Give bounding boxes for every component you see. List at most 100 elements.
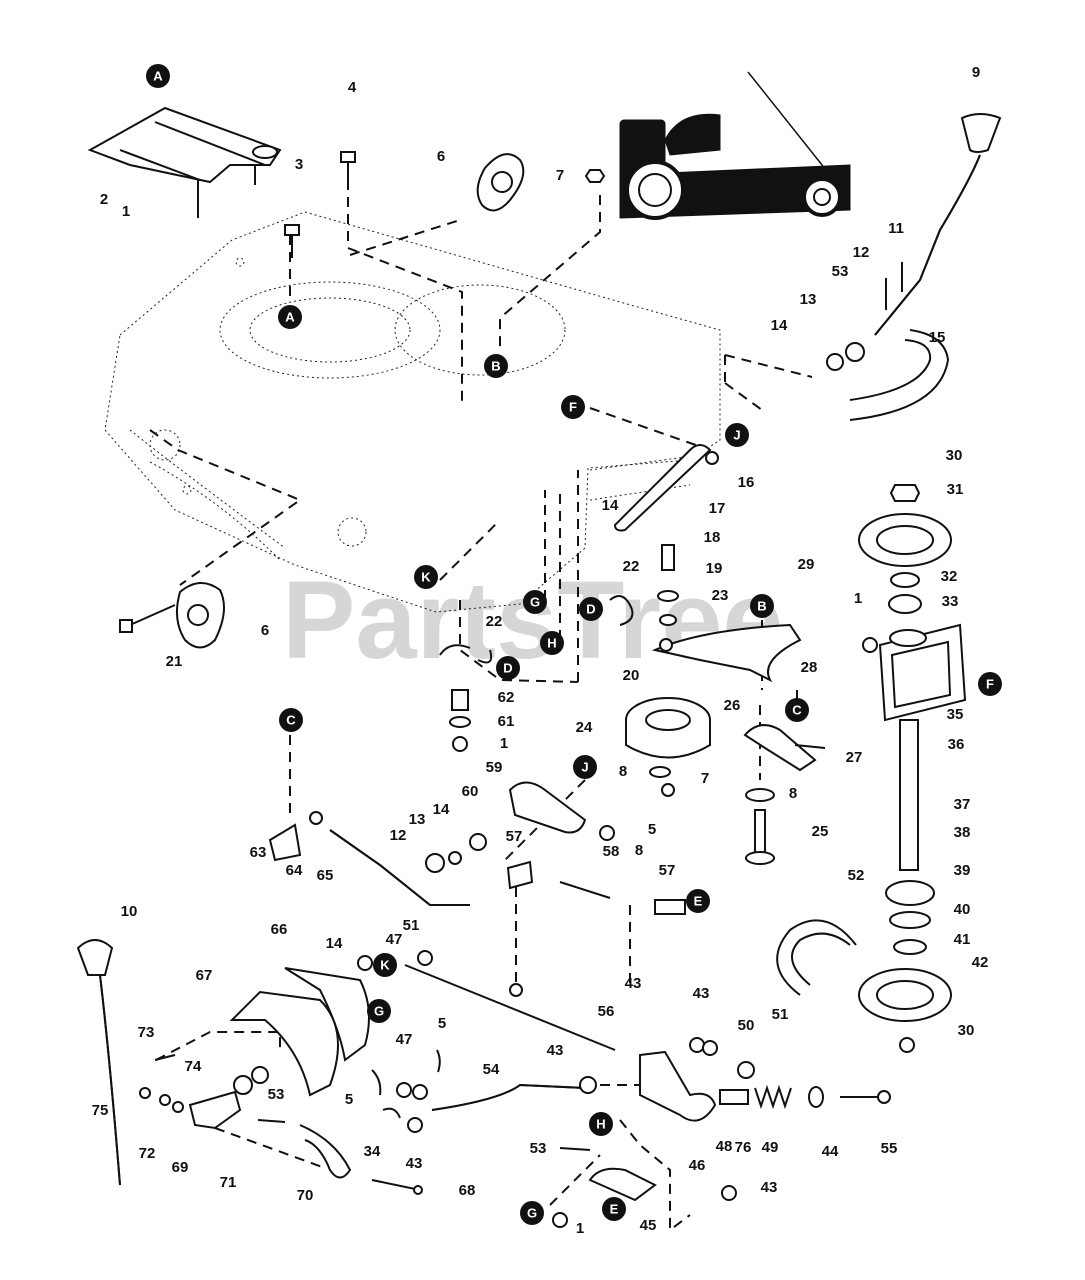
callout-number: 12 [853, 244, 870, 261]
reference-letter: D [586, 601, 595, 616]
reference-marker: E [686, 889, 710, 913]
callout-number: 71 [220, 1174, 237, 1191]
reference-marker: F [561, 395, 585, 419]
reference-letter: A [285, 309, 295, 324]
reference-marker: H [589, 1112, 613, 1136]
reference-marker: G [367, 999, 391, 1023]
reference-letter: J [733, 427, 740, 442]
reference-marker: B [750, 594, 774, 618]
reference-marker: G [523, 590, 547, 614]
reference-letter: F [569, 399, 577, 414]
reference-marker-circle [540, 631, 564, 655]
spring-assembly [552, 1037, 891, 1228]
callout-number: 52 [848, 867, 865, 884]
callout-number: 8 [789, 785, 797, 802]
callout-number: 1 [854, 590, 862, 607]
mower-deck-housing [104, 211, 721, 613]
reference-letter: H [596, 1116, 605, 1131]
callout-number: 61 [498, 713, 515, 730]
reference-letter: E [694, 893, 703, 908]
callout-number: 35 [947, 706, 964, 723]
reference-letter: H [547, 635, 556, 650]
callout-number: 66 [271, 921, 288, 938]
callout-number: 43 [693, 985, 710, 1002]
callout-number: 69 [172, 1159, 189, 1176]
reference-marker-circle [414, 565, 438, 589]
callout-number: 53 [268, 1086, 285, 1103]
callout-number: 36 [948, 736, 965, 753]
reference-marker: A [146, 64, 170, 88]
callout-number: 1 [122, 203, 130, 220]
callout-number: 6 [437, 148, 445, 165]
callout-number: 1 [576, 1220, 584, 1237]
callout-number: 6 [261, 622, 269, 639]
callout-number: 62 [498, 689, 515, 706]
reference-marker: D [579, 597, 603, 621]
reference-marker-circle [750, 594, 774, 618]
callout-number: 73 [138, 1024, 155, 1041]
watermark: PartsTree [282, 559, 783, 682]
callout-number: 67 [196, 967, 213, 984]
reference-marker-circle [279, 708, 303, 732]
callout-number: 49 [762, 1139, 779, 1156]
callout-number: 5 [438, 1015, 446, 1032]
reference-marker: K [373, 953, 397, 977]
callout-number: 55 [881, 1140, 898, 1157]
callout-number: 17 [709, 500, 726, 517]
callout-number: 38 [954, 824, 971, 841]
callout-number: 7 [556, 167, 564, 184]
callout-number: 47 [386, 931, 403, 948]
bolts-and-plates [119, 151, 606, 649]
reference-letter: C [792, 702, 802, 717]
callout-number: 45 [640, 1217, 657, 1234]
callout-number: 12 [390, 827, 407, 844]
callout-number: 14 [602, 497, 619, 514]
callout-number: 54 [483, 1061, 500, 1078]
reference-marker-circle [978, 672, 1002, 696]
assembly-lines [149, 180, 813, 1232]
callout-number: 30 [946, 447, 963, 464]
reference-marker-circle [496, 656, 520, 680]
callout-number: 28 [801, 659, 818, 676]
reference-marker-circle [589, 1112, 613, 1136]
arm-and-shaft [743, 724, 826, 865]
callout-number: 47 [396, 1031, 413, 1048]
reference-marker: J [573, 755, 597, 779]
callout-number: 64 [286, 862, 303, 879]
reference-marker-circle [484, 354, 508, 378]
callout-number: 63 [250, 844, 267, 861]
reference-letter: D [503, 660, 512, 675]
callout-number: 20 [623, 667, 640, 684]
callout-number: 22 [486, 613, 503, 630]
callout-number: 76 [735, 1139, 752, 1156]
callout-number: 1 [500, 735, 508, 752]
callout-number: 30 [958, 1022, 975, 1039]
callout-number: 23 [712, 587, 729, 604]
reference-marker-circle [146, 64, 170, 88]
reference-letter: F [986, 676, 994, 691]
reference-marker-circle [523, 590, 547, 614]
reference-marker: B [484, 354, 508, 378]
callout-number: 19 [706, 560, 723, 577]
reference-marker-circle [725, 423, 749, 447]
callout-number: 8 [619, 763, 627, 780]
callout-number: 33 [942, 593, 959, 610]
callout-number: 50 [738, 1017, 755, 1034]
reference-marker-circle [686, 889, 710, 913]
callout-number: 65 [317, 867, 334, 884]
tractor-illustration [619, 71, 851, 220]
callout-number: 29 [798, 556, 815, 573]
callout-number: 14 [771, 317, 788, 334]
callout-number: 10 [121, 903, 138, 920]
callout-number: 32 [941, 568, 958, 585]
callout-number: 18 [704, 529, 721, 546]
reference-marker-circle [561, 395, 585, 419]
callout-number: 43 [625, 975, 642, 992]
reference-letter: K [380, 957, 390, 972]
reference-marker: G [520, 1201, 544, 1225]
part-2-bracket [87, 106, 282, 218]
callout-number: 5 [648, 821, 656, 838]
callout-number: 75 [92, 1102, 109, 1119]
callout-number: 43 [761, 1179, 778, 1196]
